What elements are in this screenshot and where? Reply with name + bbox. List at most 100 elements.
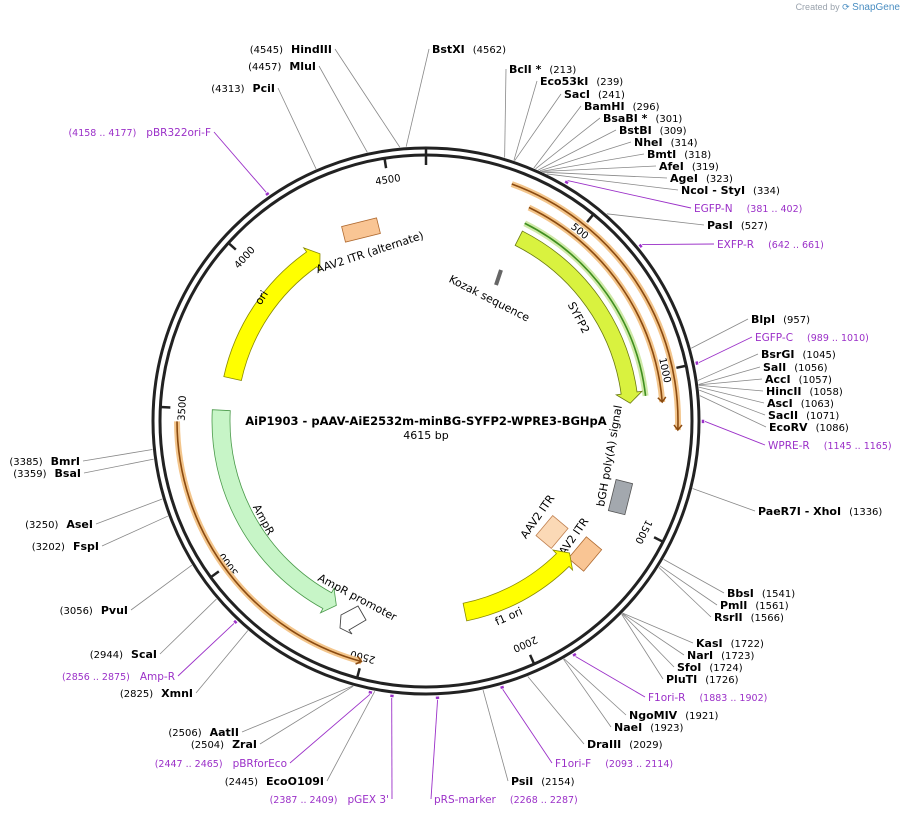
site-fspi[interactable]: (3202)FspI — [32, 515, 169, 553]
primer-f1ori-f[interactable]: F1ori-F(2093 .. 2114) — [500, 685, 674, 770]
primer-wpre-r[interactable]: WPRE-R(1145 .. 1165) — [701, 419, 892, 452]
site-bmti[interactable]: BmtI(318) — [541, 148, 711, 172]
site-bbsi[interactable]: BbsI(1541) — [663, 559, 796, 600]
site-label: AfeI(319) — [659, 160, 719, 173]
primer-label: (4158 .. 4177)pBR322ori-F — [68, 127, 211, 139]
site-draiii[interactable]: DraIII(2029) — [527, 676, 663, 751]
site-bmri[interactable]: (3385)BmrI — [9, 449, 153, 468]
site-eco53ki[interactable]: Eco53kI (239) — [513, 75, 623, 161]
site-rsrii[interactable]: RsrII(1566) — [658, 567, 784, 624]
site-hindiii[interactable]: (4545)HindIII — [250, 43, 401, 148]
site-leader-line — [326, 691, 376, 782]
site-saci[interactable]: SacI(241) — [514, 88, 625, 161]
site-pcii[interactable]: (4313)PciI — [211, 82, 317, 170]
site-bstxi[interactable]: BstXI(4562) — [405, 43, 506, 147]
primer-name: pRS-marker — [434, 794, 497, 806]
site-name: PciI — [253, 82, 275, 95]
site-sali[interactable]: SalI(1056) — [698, 361, 828, 385]
site-name: AscI — [767, 397, 793, 410]
primer-label: WPRE-R(1145 .. 1165) — [768, 440, 892, 452]
primer-label: EGFP-C(989 .. 1010) — [755, 332, 869, 344]
primer-range: (381 .. 402) — [747, 204, 803, 215]
site-position: (213) — [549, 65, 576, 76]
site-name: BstBI — [619, 124, 652, 137]
site-nhei[interactable]: NheI(314) — [539, 136, 698, 172]
snapgene-logo-icon: ⟳ — [842, 2, 850, 12]
primer-name: WPRE-R — [768, 440, 810, 452]
primer-prs-marker[interactable]: pRS-marker(2268 .. 2287) — [430, 696, 578, 806]
site-name: AgeI — [670, 172, 698, 185]
site-name: Eco53kI — [540, 75, 588, 88]
site-label: AscI(1063) — [767, 397, 834, 410]
primer-amp-r[interactable]: (2856 .. 2875)Amp-R — [62, 619, 238, 683]
primer-pbrforeco[interactable]: (2447 .. 2465)pBRforEco — [155, 690, 373, 770]
site-paer7i-xhoi[interactable]: PaeR7I - XhoI(1336) — [692, 488, 883, 518]
primer-label: F1ori-F(2093 .. 2114) — [555, 758, 673, 770]
site-naei[interactable]: NaeI(1923) — [563, 658, 684, 734]
site-position: (1541) — [762, 589, 795, 600]
site-position: (239) — [596, 77, 623, 88]
site-ecorv[interactable]: EcoRV(1086) — [699, 395, 849, 434]
site-position: (1723) — [721, 651, 754, 662]
site-name: NaeI — [614, 721, 642, 734]
site-leader-line — [563, 658, 627, 716]
site-pvui[interactable]: (3056)PvuI — [60, 564, 193, 617]
site-nari[interactable]: NarI(1723) — [622, 613, 755, 662]
site-acci[interactable]: AccI(1057) — [698, 373, 832, 386]
site-leader-line — [622, 613, 685, 656]
site-sfoi[interactable]: SfoI(1724) — [621, 613, 743, 674]
site-position: (527) — [741, 221, 768, 232]
site-name: NheI — [634, 136, 663, 149]
site-label: (4457)MluI — [248, 60, 316, 73]
site-label: SacI(241) — [564, 88, 625, 101]
site-mlui[interactable]: (4457)MluI — [248, 60, 368, 153]
site-ngomiv[interactable]: NgoMIV(1921) — [563, 658, 719, 722]
site-kasi[interactable]: KasI(1722) — [622, 612, 764, 650]
site-name: BlpI — [751, 313, 775, 326]
site-bsabi[interactable]: BsaBI *(301) — [535, 112, 683, 170]
site-ncoi-styi[interactable]: NcoI - StyI(334) — [546, 173, 780, 197]
site-sacii[interactable]: SacII(1071) — [699, 389, 839, 422]
site-xmni[interactable]: (2825)XmnI — [120, 630, 249, 700]
primer-egfp-n[interactable]: EGFP-N (381 .. 402) — [564, 180, 803, 215]
site-bsrgi[interactable]: BsrGI(1045) — [697, 348, 836, 381]
site-scai[interactable]: (2944)ScaI — [90, 598, 217, 661]
site-position: (2154) — [541, 777, 574, 788]
site-aatii[interactable]: (2506)AatII — [168, 685, 353, 739]
f1-ori-arrow — [462, 549, 574, 622]
site-leader-line — [698, 366, 761, 385]
primer-f1ori-r[interactable]: F1ori-R(1883 .. 1902) — [572, 652, 767, 704]
site-label: SacII(1071) — [768, 409, 839, 422]
primer-exfp-r[interactable]: EXFP-R(642 .. 661) — [638, 239, 824, 251]
site-pasi[interactable]: PasI(527) — [606, 213, 768, 232]
site-bcli[interactable]: BclI *(213) — [504, 63, 577, 158]
site-asci[interactable]: AscI(1063) — [698, 386, 834, 410]
syfp-track-line — [524, 222, 647, 396]
site-blpi[interactable]: BlpI(957) — [691, 313, 810, 349]
site-position: (1056) — [794, 363, 827, 374]
site-bamhi[interactable]: BamHI(296) — [533, 100, 660, 169]
site-zrai[interactable]: (2504)ZraI — [191, 685, 354, 751]
site-bsai[interactable]: (3359)BsaI — [13, 458, 154, 480]
site-agei[interactable]: AgeI(323) — [543, 171, 733, 185]
site-afei[interactable]: AfeI(319) — [541, 160, 719, 173]
site-label: NarI(1723) — [687, 649, 755, 662]
primer-pgex-3[interactable]: (2387 .. 2409)pGEX 3' — [270, 694, 394, 806]
tick-label: 1500 — [632, 518, 653, 546]
site-leader-line — [663, 559, 725, 594]
primer-pbr322ori-f[interactable]: (4158 .. 4177)pBR322ori-F — [68, 127, 270, 196]
primer-label: pRS-marker(2268 .. 2287) — [434, 794, 578, 806]
site-bstbi[interactable]: BstBI (309) — [538, 124, 687, 171]
site-asei[interactable]: (3250)AseI — [25, 498, 163, 531]
site-position: (309) — [660, 126, 687, 137]
site-pmli[interactable]: PmlI(1561) — [659, 565, 789, 612]
primer-egfp-c[interactable]: EGFP-C(989 .. 1010) — [695, 332, 869, 365]
primer-name: pBR322ori-F — [146, 127, 211, 139]
site-ecoo109i[interactable]: (2445)EcoO109I — [225, 691, 376, 788]
site-psii[interactable]: PsiI(2154) — [482, 689, 575, 788]
primer-name: EGFP-N — [694, 203, 733, 215]
orf-arrowhead — [657, 396, 667, 404]
site-pluti[interactable]: PluTI(1726) — [621, 614, 739, 686]
site-hincii[interactable]: HincII(1058) — [698, 384, 843, 398]
primer-marker — [233, 619, 238, 625]
